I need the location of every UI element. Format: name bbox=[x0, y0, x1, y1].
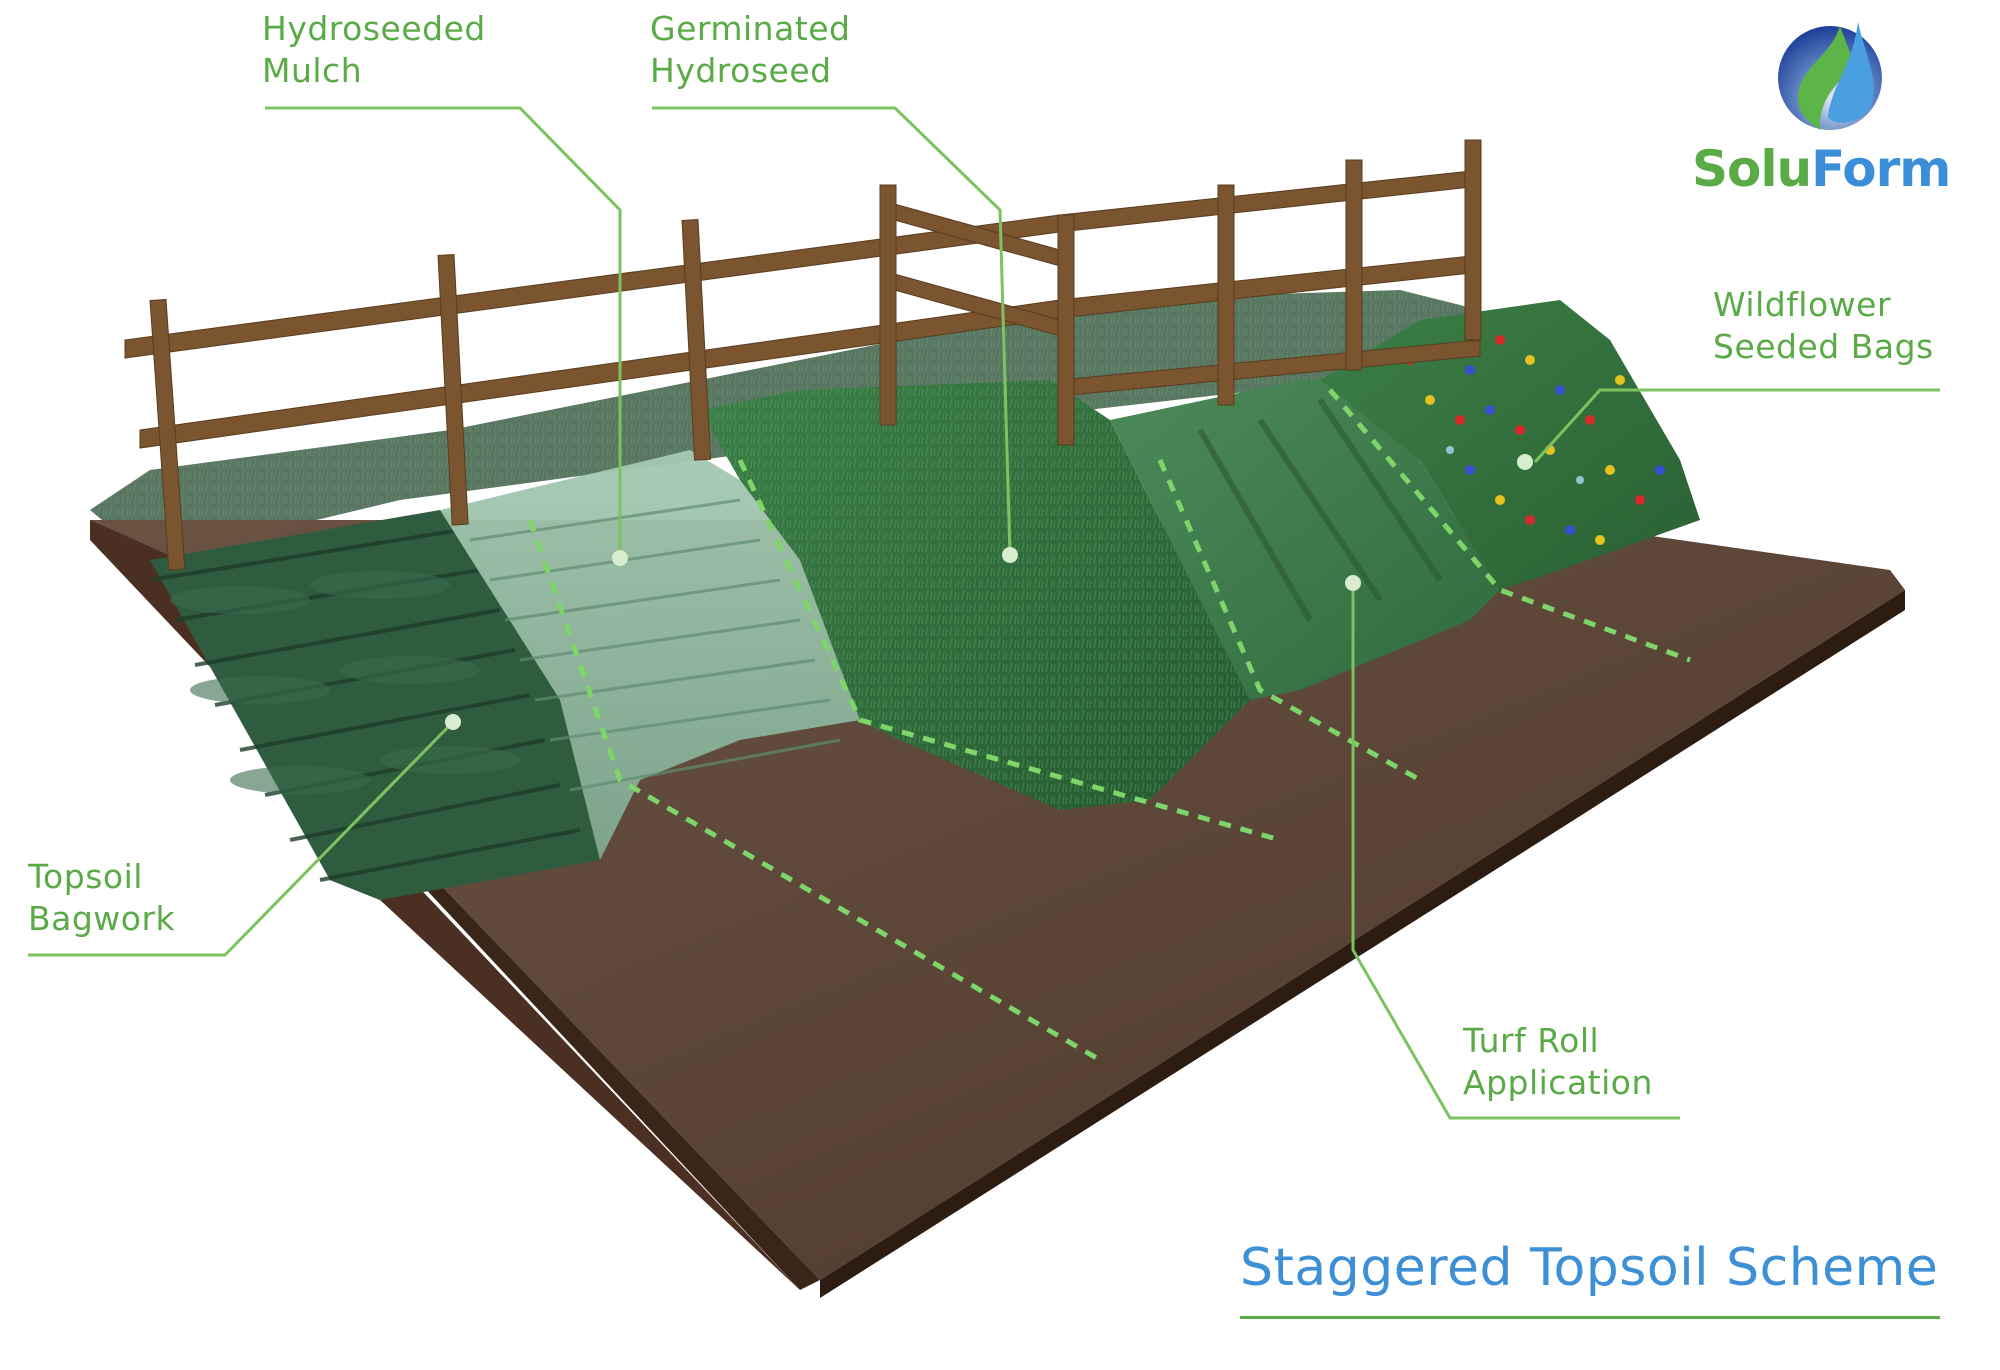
label-topsoil-bagwork: Topsoil Bagwork bbox=[28, 856, 175, 940]
leader-topsoil-bagwork bbox=[28, 720, 455, 957]
label-line: Seeded Bags bbox=[1713, 327, 1934, 366]
leader-wildflower bbox=[1533, 388, 1940, 464]
label-line: Mulch bbox=[262, 51, 363, 90]
diagram-title: Staggered Topsoil Scheme bbox=[1240, 1238, 1939, 1298]
label-line: Turf Roll bbox=[1463, 1021, 1600, 1060]
wooden-fence bbox=[124, 139, 1482, 571]
label-line: Application bbox=[1463, 1063, 1653, 1102]
label-hydroseeded-mulch: Hydroseeded Mulch bbox=[262, 8, 486, 92]
leader-dots bbox=[445, 454, 1533, 730]
leader-hydroseeded-mulch bbox=[265, 106, 622, 558]
label-line: Topsoil bbox=[28, 857, 143, 896]
germinated-hydroseed-zone bbox=[700, 380, 1250, 810]
wildflower-dots bbox=[1405, 335, 1665, 545]
turf-roll-zone bbox=[1110, 380, 1500, 700]
leader-lines bbox=[28, 106, 1940, 1120]
soluform-logo-icon bbox=[1778, 22, 1882, 130]
leader-germinated-hydroseed bbox=[652, 106, 1012, 556]
label-line: Germinated bbox=[650, 9, 851, 48]
label-germinated-hydroseed: Germinated Hydroseed bbox=[650, 8, 851, 92]
wildflower-seeded-bags-zone bbox=[1320, 300, 1700, 590]
dot-hydroseeded-mulch bbox=[612, 550, 628, 566]
label-line: Hydroseed bbox=[650, 51, 832, 90]
logo-brand-part1: Solu bbox=[1692, 140, 1812, 198]
label-wildflower-seeded-bags: Wildflower Seeded Bags bbox=[1713, 284, 1934, 368]
label-line: Hydroseeded bbox=[262, 9, 486, 48]
label-line: Bagwork bbox=[28, 899, 176, 938]
topsoil-bagwork bbox=[149, 510, 600, 900]
label-turf-roll-application: Turf Roll Application bbox=[1463, 1020, 1653, 1104]
logo-brand-part2: Form bbox=[1811, 140, 1951, 198]
soluform-logo-text: SoluForm bbox=[1692, 140, 1951, 198]
dot-turf-roll bbox=[1345, 575, 1361, 591]
leader-turf-roll bbox=[1351, 590, 1680, 1120]
zone-boundary-dashed-lines bbox=[527, 388, 1691, 1063]
title-underline bbox=[1240, 1316, 1940, 1319]
label-line: Wildflower bbox=[1713, 285, 1892, 324]
dot-germinated-hydroseed bbox=[1002, 547, 1018, 563]
dot-topsoil-bagwork bbox=[445, 714, 461, 730]
dot-wildflower bbox=[1517, 454, 1533, 470]
hydroseeded-mulch-zone bbox=[440, 450, 860, 860]
